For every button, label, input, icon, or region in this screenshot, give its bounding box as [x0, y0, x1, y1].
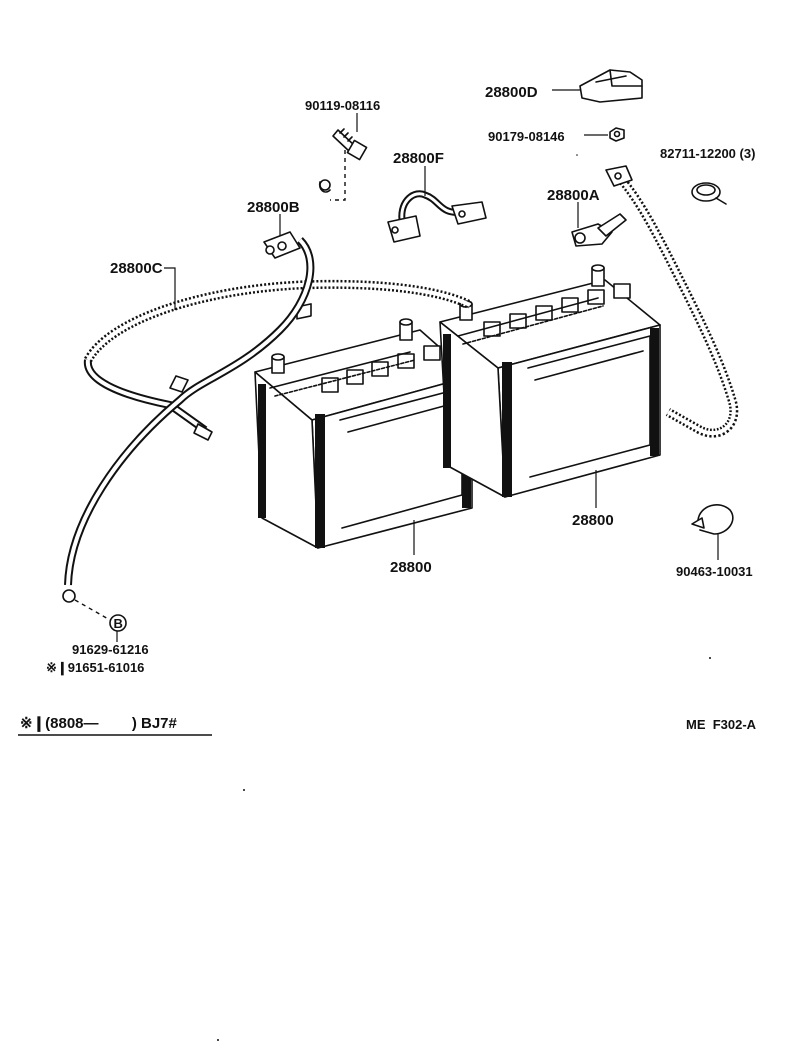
label-28800-right: 28800: [572, 512, 614, 529]
cable-28800B: [62, 237, 315, 621]
terminal-left-neg: [271, 353, 285, 374]
label-90463-10031: 90463-10031: [676, 564, 753, 579]
link-28800F: [387, 190, 487, 243]
scan-dot: [243, 789, 245, 791]
leader-lines: [116, 89, 719, 642]
terminal-28800A: [571, 213, 627, 247]
diagram-code: ME F302-A: [686, 717, 757, 732]
battery-left: [254, 303, 473, 549]
label-28800F: 28800F: [393, 150, 444, 167]
cable-right-positive: [605, 165, 739, 438]
label-28800D: 28800D: [485, 84, 538, 101]
label-90119-08116: 90119-08116: [305, 98, 380, 113]
clamp-28800B: [263, 150, 346, 259]
bolt-90119: [332, 128, 368, 161]
scan-dot: [709, 657, 711, 659]
label-91629-61216: 91629-61216: [72, 642, 149, 657]
scan-dot: [576, 154, 578, 156]
label-28800A: 28800A: [547, 187, 600, 204]
reference-b-text: B: [114, 616, 123, 631]
battery-right: [439, 264, 661, 498]
label-90179-08146: 90179-08146: [488, 129, 565, 144]
label-91651-61016: ※❙91651-61016: [46, 660, 144, 676]
cable-28800C: [83, 279, 473, 441]
label-28800C: 28800C: [110, 260, 163, 277]
terminal-left-pos: [399, 318, 413, 341]
label-28800B: 28800B: [247, 199, 300, 216]
clamp-90463: [691, 504, 734, 535]
label-82711-12200: 82711-12200 (3): [660, 146, 755, 161]
footnote-applicability: ※❙(8808— ) BJ7#: [20, 715, 178, 732]
terminal-right-pos: [591, 264, 605, 287]
nut-90179: [609, 127, 625, 142]
reference-circle-b: B: [109, 614, 127, 632]
cell-caps-left: [296, 303, 441, 393]
clip-82711: [691, 182, 727, 205]
scan-dot: [217, 1039, 219, 1041]
cover-28800D: [579, 69, 643, 103]
label-28800-left: 28800: [390, 559, 432, 576]
